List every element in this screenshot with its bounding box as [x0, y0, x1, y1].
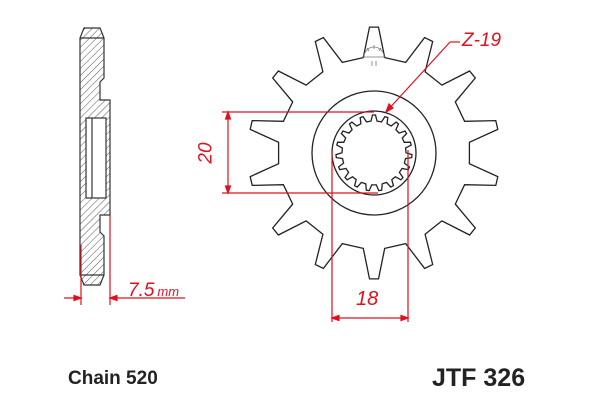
dimension-lines	[222, 41, 460, 322]
part-number: JTF 326	[432, 364, 526, 392]
width-dimension-label: 18	[356, 288, 379, 310]
chain-label: Chain 520	[68, 368, 158, 389]
thickness-unit: mm	[157, 284, 180, 299]
thickness-dimension	[64, 215, 185, 305]
thickness-value: 7.5	[128, 280, 155, 301]
front-view	[249, 26, 499, 280]
side-view	[79, 27, 111, 286]
spline-teeth-label: Z-19	[462, 30, 502, 51]
height-dimension-label: 20	[195, 142, 217, 164]
